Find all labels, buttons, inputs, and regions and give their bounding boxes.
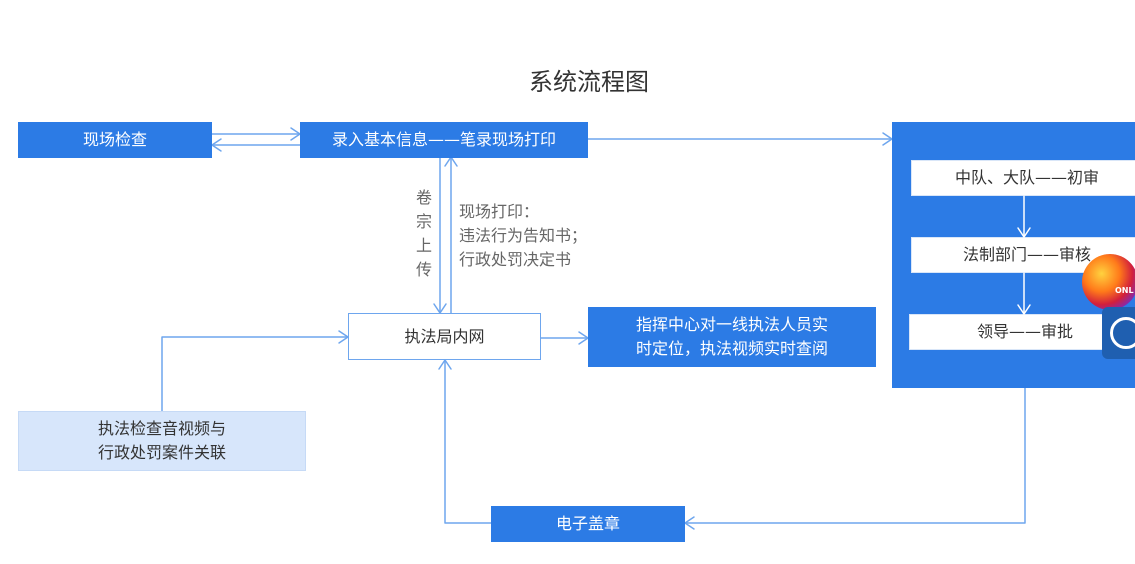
- review-panel: 中队、大队——初审 法制部门——审核 领导——审批: [892, 122, 1135, 388]
- print-note-line: 现场打印：: [459, 202, 540, 221]
- onsite-inspection-node: 现场检查: [18, 122, 212, 158]
- chat-icon[interactable]: [1102, 307, 1135, 359]
- print-note-line: 违法行为告知书；: [459, 226, 588, 245]
- print-note-line: 行政处罚决定书: [459, 250, 572, 269]
- av-link-node: 执法检查音视频与 行政处罚案件关联: [18, 411, 306, 471]
- e-seal-node: 电子盖章: [491, 506, 685, 542]
- record-entry-node: 录入基本信息——笔录现场打印: [300, 122, 588, 158]
- page-title: 系统流程图: [529, 68, 649, 96]
- review-flow-arrows: [1017, 195, 1031, 315]
- command-center-line: 时定位，执法视频实时查阅: [635, 339, 828, 358]
- first-review-step: 中队、大队——初审: [911, 160, 1135, 196]
- command-center-line: 指挥中心对一线执法人员实: [635, 315, 828, 334]
- intranet-node: 执法局内网: [348, 313, 541, 360]
- approval-step: 领导——审批: [909, 314, 1135, 350]
- av-link-line: 执法检查音视频与: [97, 419, 226, 438]
- onsite-print-notes: 现场打印： 违法行为告知书； 行政处罚决定书: [459, 200, 587, 272]
- hot-air-balloon-icon[interactable]: ONL: [1082, 254, 1135, 310]
- archive-upload-label: 卷宗上传: [416, 188, 433, 279]
- av-link-line: 行政处罚案件关联: [97, 443, 226, 462]
- command-center-node: 指挥中心对一线执法人员实 时定位，执法视频实时查阅: [588, 307, 876, 367]
